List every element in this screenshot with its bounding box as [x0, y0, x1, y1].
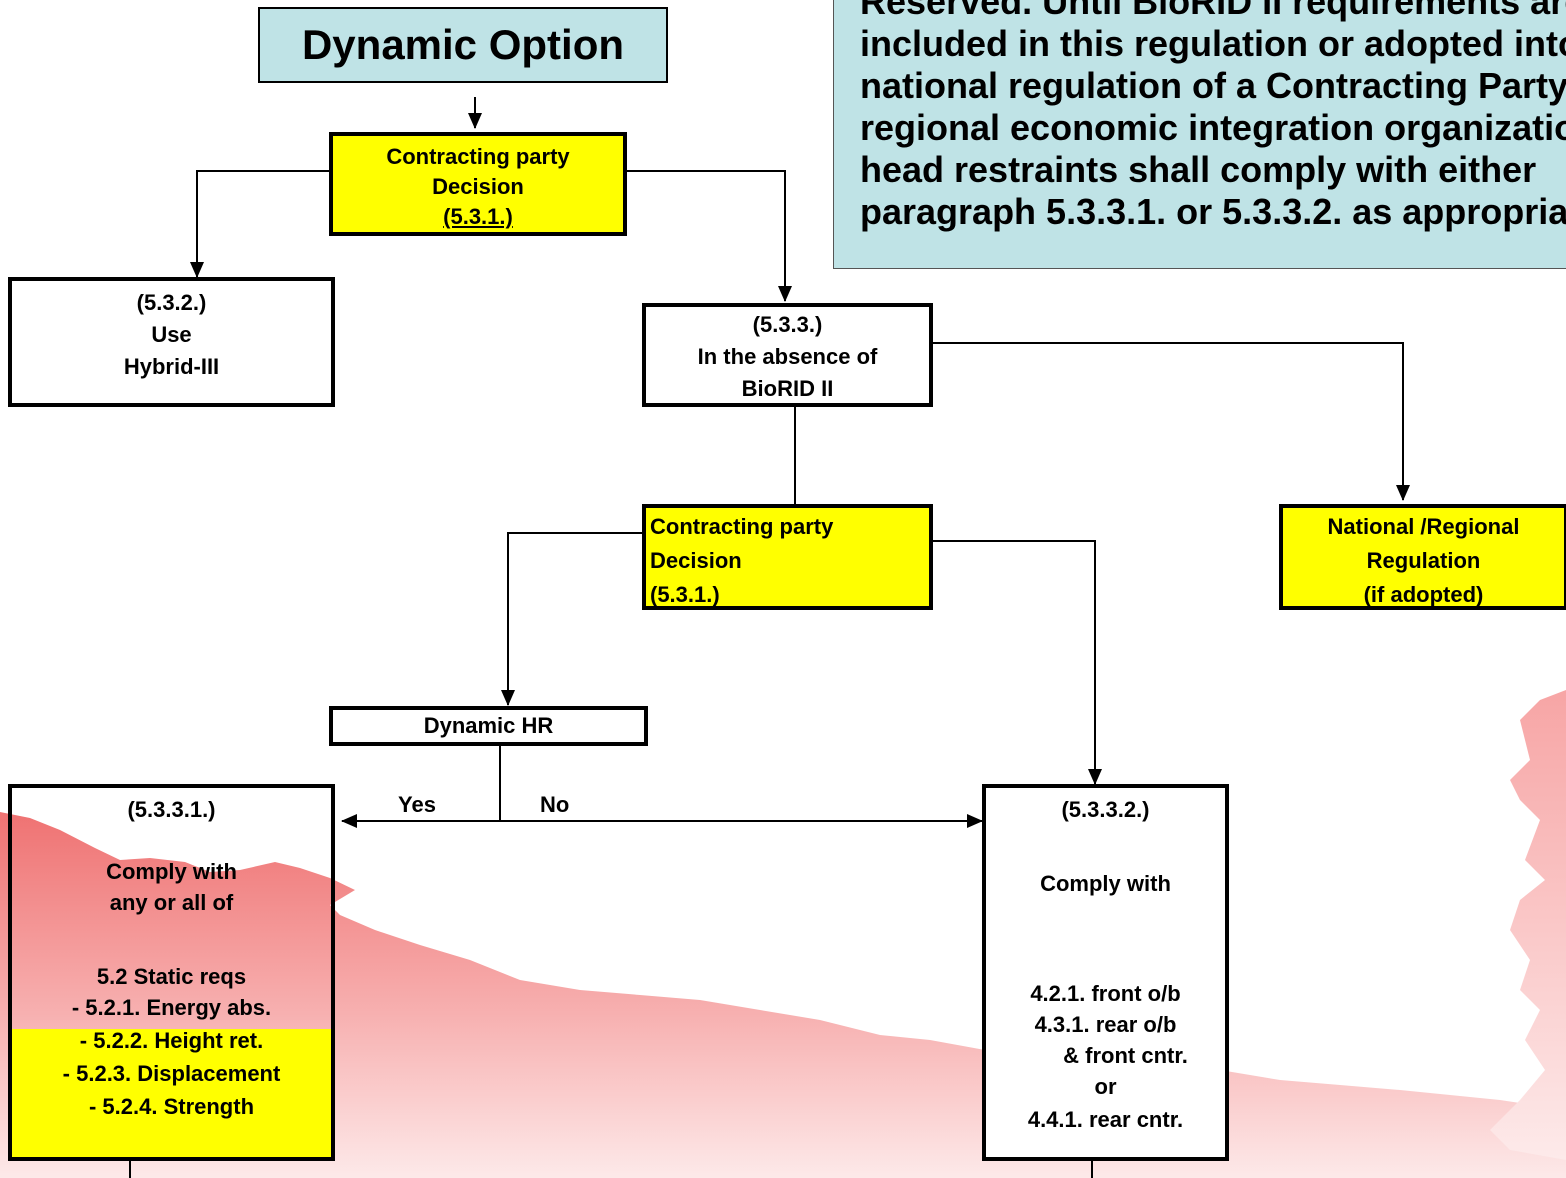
note-line: Reserved. Until BioRID II requirements a…: [860, 0, 1566, 22]
page-title: Dynamic Option: [301, 21, 625, 68]
comply-right-box: (5.3.3.2.) Comply with 4.2.1. front o/b …: [982, 784, 1229, 1161]
hybrid-line: (5.3.2.): [136, 290, 207, 315]
comply-left-line: any or all of: [109, 890, 234, 915]
hybrid-line: Use: [151, 322, 192, 347]
comply-left-line: 5.2 Static reqs: [96, 964, 247, 989]
national-regulation-box: National /Regional Regulation (if adopte…: [1279, 504, 1566, 610]
national-line: National /Regional: [1327, 514, 1520, 539]
note-line: paragraph 5.3.3.1. or 5.3.3.2. as approp…: [860, 191, 1566, 232]
comply-right-line: Comply with: [1040, 871, 1171, 896]
comply-left-box: (5.3.3.1.) Comply with any or all of 5.2…: [8, 784, 335, 1161]
yes-label: Yes: [398, 792, 436, 817]
decision-top-line: (5.3.1.): [443, 204, 513, 229]
decision-mid-box: Contracting party Decision (5.3.1.): [642, 504, 933, 610]
no-label: No: [540, 792, 570, 817]
decision-top-box: Contracting party Decision (5.3.1.): [329, 132, 627, 236]
comply-left-line: - 5.2.1. Energy abs.: [71, 995, 272, 1020]
hybrid-box: (5.3.2.) Use Hybrid-III: [8, 277, 335, 407]
comply-right-line: (5.3.3.2.): [1061, 797, 1150, 822]
absence-box: (5.3.3.) In the absence of BioRID II: [642, 303, 933, 407]
comply-left-line: (5.3.3.1.): [127, 797, 216, 822]
comply-left-line: [12, 825, 331, 856]
title-box: Dynamic Option: [258, 7, 668, 83]
highlight-strip: [12, 1029, 331, 1157]
comply-right-line: & front cntr.: [1063, 1043, 1188, 1068]
decision-top-line: Contracting party: [386, 144, 570, 169]
comply-left-line: Comply with: [106, 859, 237, 884]
absence-line: In the absence of: [697, 344, 878, 369]
hybrid-line: Hybrid-III: [123, 354, 220, 379]
comply-left-line: - 5.2.3. Displacement: [62, 1061, 281, 1086]
note-line: regional economic integration organizati…: [860, 107, 1566, 148]
note-line: national regulation of a Contracting Par…: [860, 65, 1566, 106]
absence-line: BioRID II: [741, 376, 834, 401]
dynamic-hr-box: Dynamic HR: [329, 706, 648, 746]
comply-right-line: 4.4.1. rear cntr.: [1027, 1107, 1184, 1132]
comply-left-line: - 5.2.4. Strength: [88, 1094, 255, 1119]
note-line: head restraints shall comply with either: [860, 149, 1537, 190]
note-line: included in this regulation or adopted i…: [860, 23, 1566, 64]
national-line: Regulation: [1366, 548, 1481, 573]
decision-mid-line: (5.3.1.): [650, 582, 720, 607]
decision-mid-line: Decision: [650, 548, 742, 573]
absence-line: (5.3.3.): [752, 312, 823, 337]
comply-right-line: 4.3.1. rear o/b: [1034, 1012, 1177, 1037]
comply-left-line: - 5.2.2. Height ret.: [79, 1028, 264, 1053]
comply-right-line: [986, 899, 1225, 945]
comply-right-line: [986, 825, 1225, 868]
comply-right-line: [986, 945, 1225, 978]
comply-right-line: 4.2.1. front o/b: [1030, 981, 1181, 1006]
note-box: Reserved. Until BioRID II requirements a…: [833, 0, 1566, 269]
decision-mid-line: Contracting party: [650, 514, 834, 539]
comply-left-line: [12, 924, 331, 961]
comply-right-line: or: [1094, 1074, 1117, 1099]
decision-top-line: Decision: [432, 174, 524, 199]
national-line: (if adopted): [1363, 582, 1484, 607]
dynamic-hr-label: Dynamic HR: [423, 713, 554, 738]
